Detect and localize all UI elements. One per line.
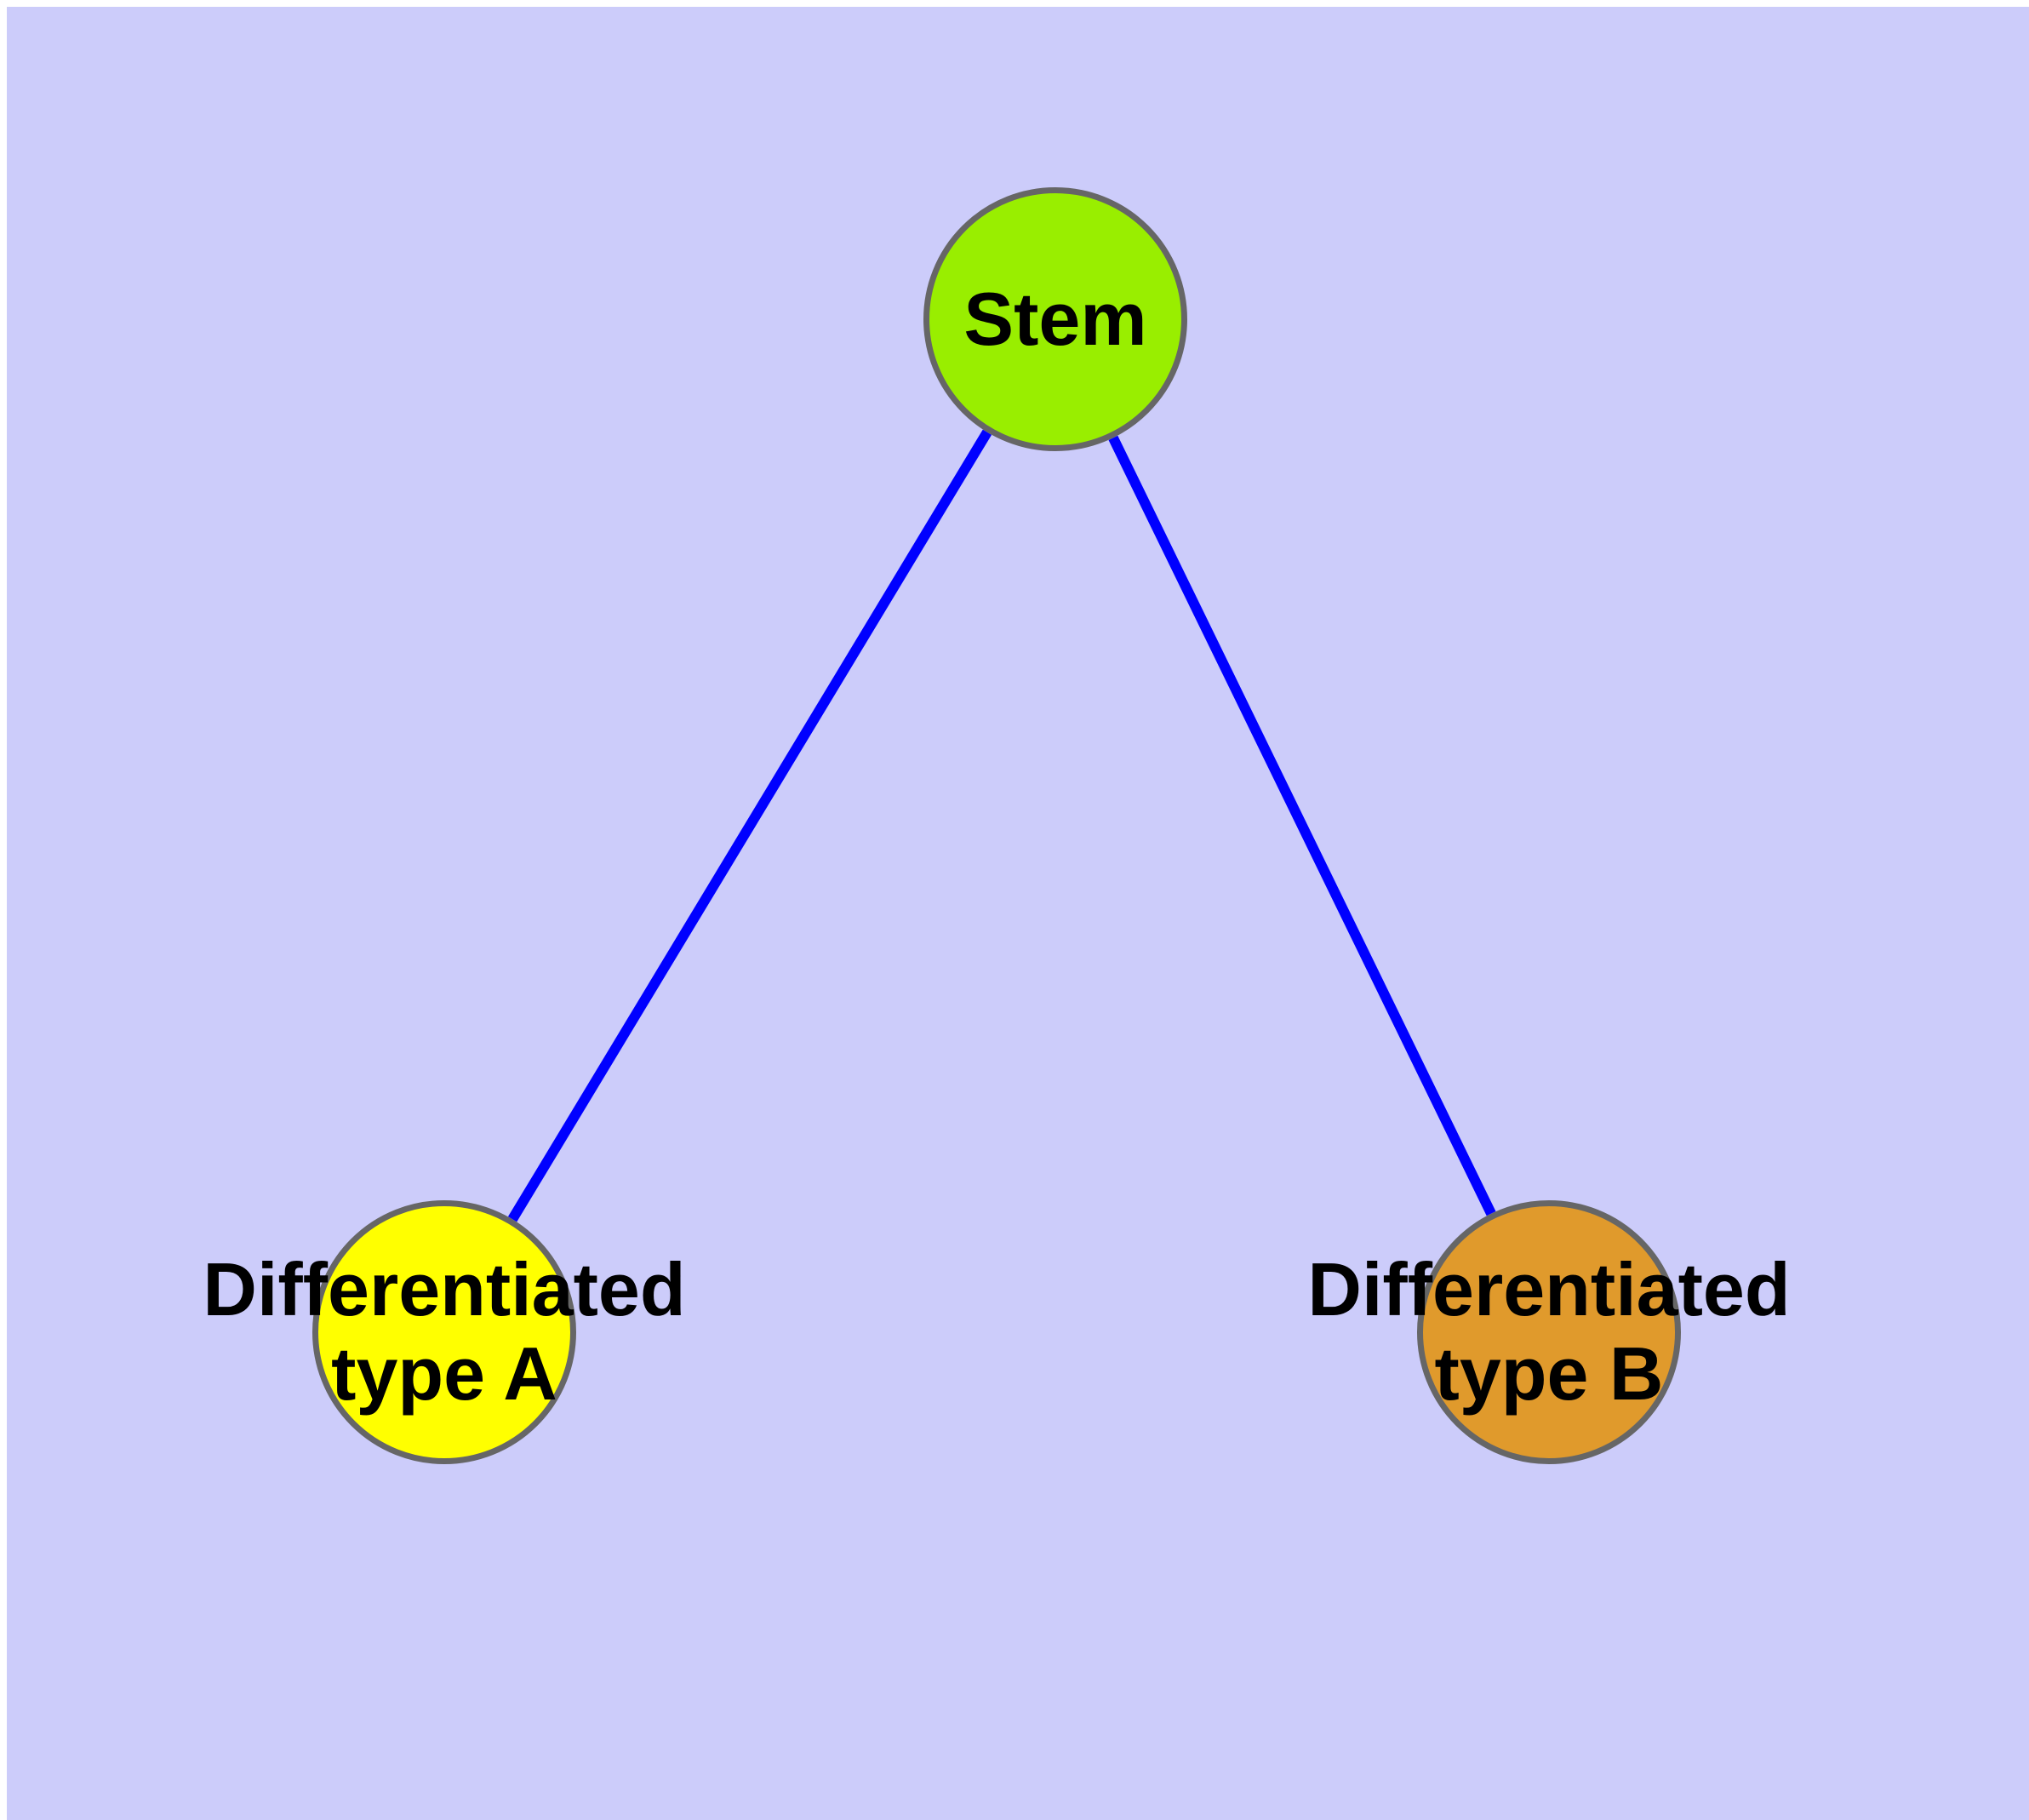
edge-stem-to-differentiated-type-a bbox=[507, 429, 992, 1222]
node-differentiated-type-b[interactable] bbox=[1417, 1200, 1681, 1464]
node-differentiated-type-a[interactable] bbox=[312, 1200, 576, 1464]
node-stem[interactable] bbox=[923, 187, 1187, 451]
edge-stem-to-differentiated-type-b bbox=[1108, 435, 1496, 1216]
